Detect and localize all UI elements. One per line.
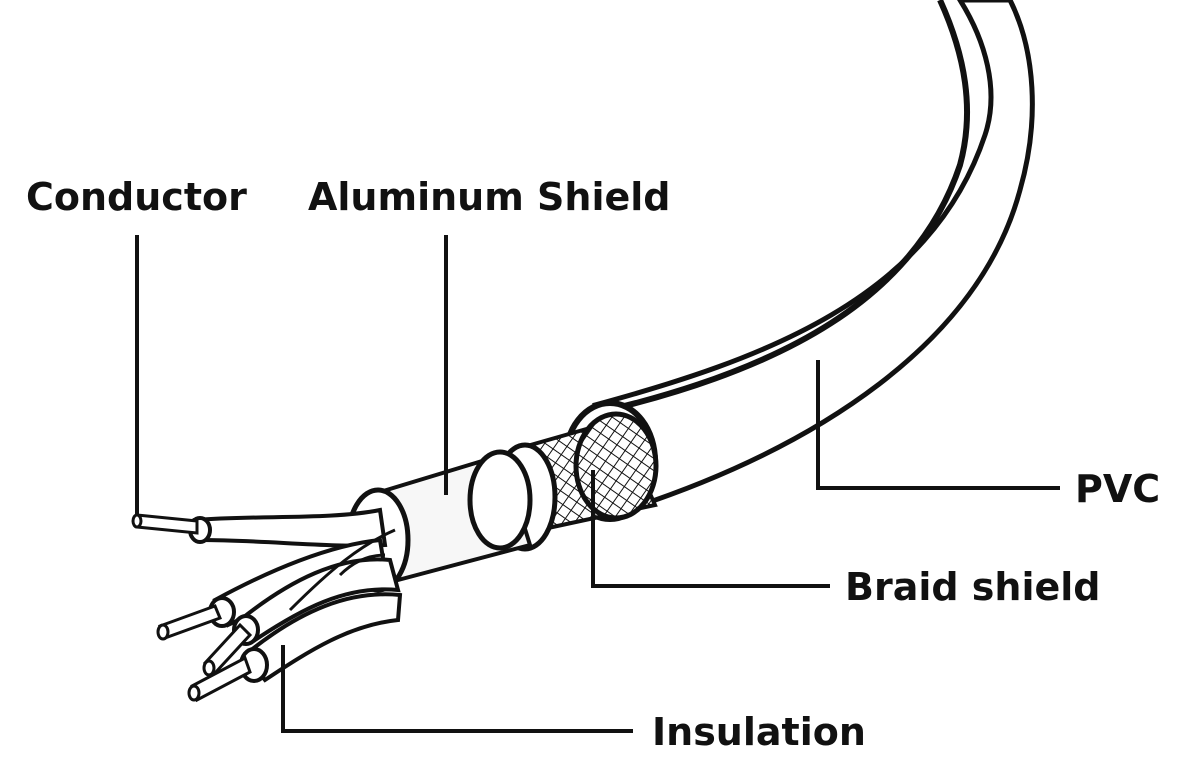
label-conductor: Conductor: [26, 175, 247, 219]
leader-pvc: [816, 360, 1060, 490]
label-braid-shield: Braid shield: [845, 565, 1101, 609]
leader-braid-shield: [591, 470, 830, 588]
leader-lines: [135, 235, 1060, 733]
label-aluminum-shield: Aluminum Shield: [308, 175, 670, 219]
label-pvc: PVC: [1075, 467, 1160, 511]
upper-wire: [131, 507, 388, 548]
leader-insulation: [281, 645, 633, 733]
label-insulation: Insulation: [652, 710, 866, 754]
lower-wires: [156, 528, 403, 703]
